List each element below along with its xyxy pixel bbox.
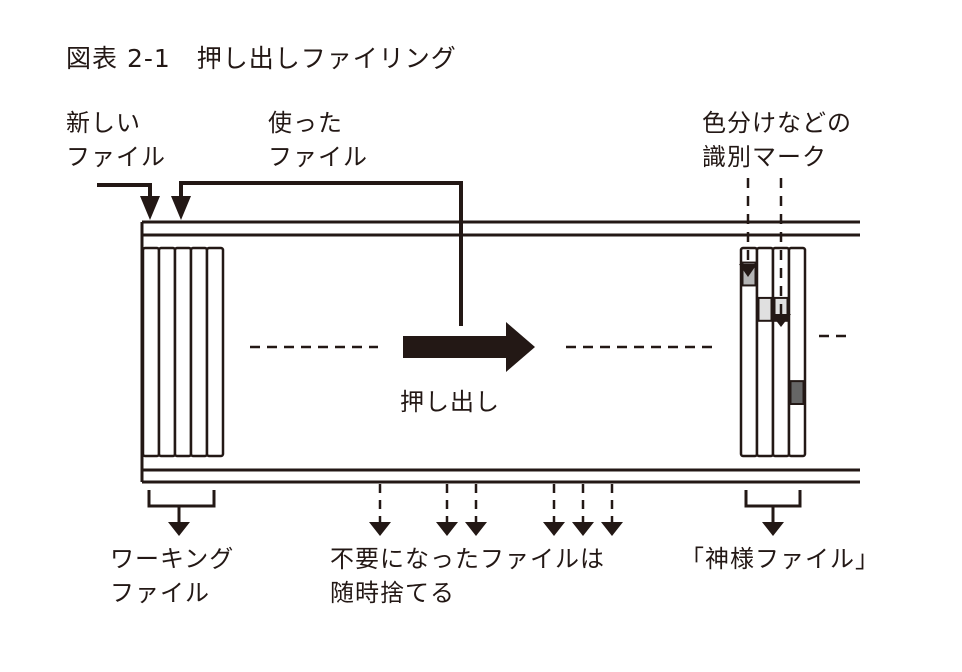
discard-arrowhead (369, 522, 391, 536)
color-mark (789, 380, 805, 405)
god-arrowhead (762, 522, 784, 536)
working-file-folder (189, 246, 209, 458)
working-file-label: ワーキング ファイル (110, 545, 235, 607)
working-file-folder (173, 246, 193, 458)
new-file-arrowhead (140, 196, 160, 220)
working-files (141, 246, 225, 458)
god-file-folder (787, 246, 807, 458)
discard-arrowhead (436, 522, 458, 536)
color-mark (757, 296, 773, 322)
working-bracket (147, 490, 216, 508)
god-file-folder (771, 246, 791, 458)
god-files (739, 246, 807, 458)
new-file-label: 新しい ファイル (66, 109, 166, 171)
identification-mark-label: 色分けなどの 識別マーク (702, 109, 852, 171)
working-arrowhead (168, 522, 190, 536)
used-file-arrowhead (171, 196, 191, 220)
working-file-folder (205, 246, 225, 458)
new-file-arrow-line (97, 183, 152, 200)
god-bracket (744, 490, 802, 508)
god-file-label: 「神様ファイル」 (680, 545, 880, 573)
working-file-folder (157, 246, 177, 458)
discard-arrows (369, 484, 623, 536)
discard-arrowhead (465, 522, 487, 536)
god-file-folder (755, 246, 775, 458)
push-label: 押し出し (400, 388, 500, 416)
working-file-folder (141, 246, 161, 458)
figure-title: 図表 2-1 押し出しファイリング (66, 44, 457, 73)
push-arrow (403, 322, 535, 372)
discard-arrowhead (572, 522, 594, 536)
discard-label: 不要になったファイルは 随時捨てる (330, 545, 605, 607)
discard-arrowhead (601, 522, 623, 536)
discard-arrowhead (543, 522, 565, 536)
used-file-label: 使った ファイル (268, 109, 368, 171)
used-file-arrow-line (179, 181, 463, 326)
mark-pointer-arrowhead-1 (739, 264, 757, 277)
mark-pointer-arrowhead-2 (771, 314, 791, 327)
